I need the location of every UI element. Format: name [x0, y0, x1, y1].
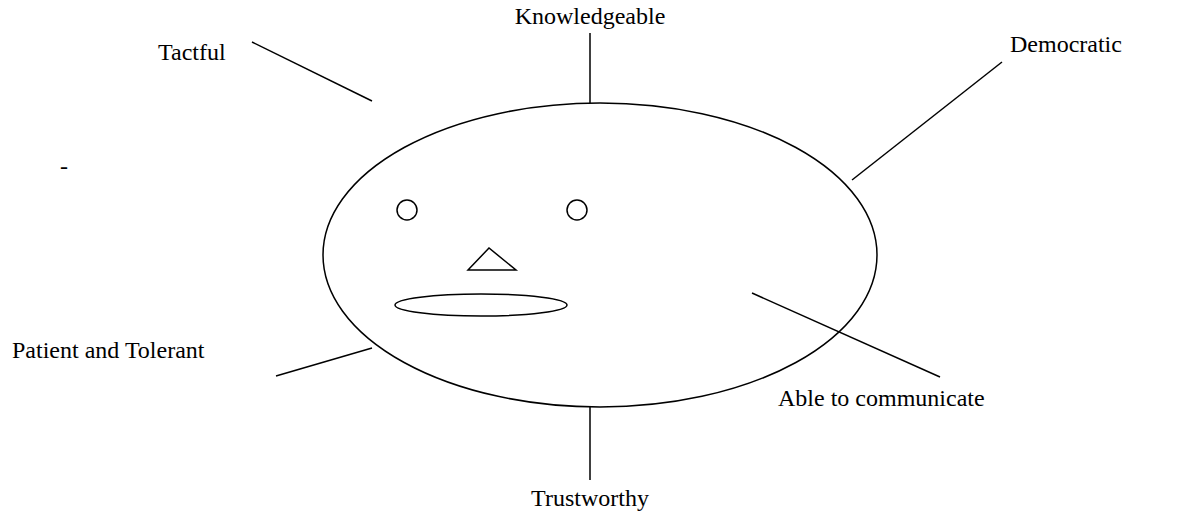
- leader-line: [276, 348, 372, 376]
- leader-line: [852, 62, 1002, 180]
- face-outline: [323, 103, 877, 407]
- right-eye: [567, 200, 587, 220]
- trait-label: Knowledgeable: [515, 2, 666, 30]
- trait-label: -: [60, 152, 68, 180]
- trait-label: Able to communicate: [778, 384, 985, 412]
- left-eye: [397, 200, 417, 220]
- nose: [468, 248, 516, 270]
- leader-line: [752, 293, 940, 377]
- mouth: [395, 294, 567, 316]
- leader-line: [252, 42, 372, 101]
- trait-label: Tactful: [158, 38, 226, 66]
- leader-line: [589, 33, 591, 103]
- trait-label: Patient and Tolerant: [12, 336, 205, 364]
- leader-line: [589, 407, 591, 480]
- trait-label: Democratic: [1010, 30, 1122, 58]
- trait-label: Trustworthy: [531, 484, 649, 512]
